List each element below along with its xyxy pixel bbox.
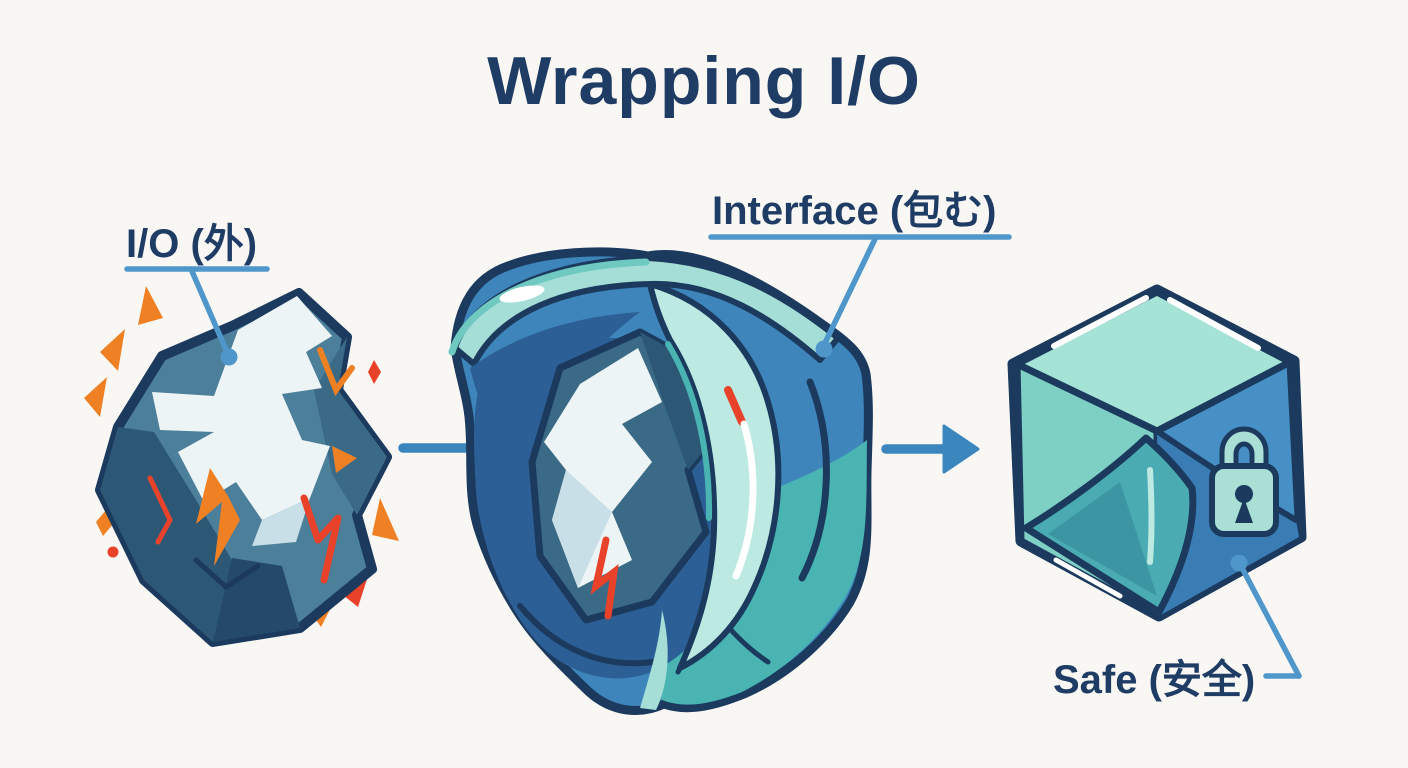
cloth-lining xyxy=(647,281,782,671)
spark-icon xyxy=(84,377,107,417)
callout-interface: Interface (包む) xyxy=(708,189,1012,358)
rock-ice-shade xyxy=(252,498,310,546)
stage-label-interface: Interface (包む) xyxy=(712,189,997,233)
package-top-glint xyxy=(1051,295,1261,351)
cloth-wrap-icon xyxy=(448,247,873,716)
cloth-fold-line xyxy=(798,378,830,582)
lock-keyhole xyxy=(1235,498,1253,523)
stage-label-safe: Safe (安全) xyxy=(1053,657,1255,702)
spark-icon xyxy=(368,360,381,384)
callout-io: I/O (外) xyxy=(124,222,270,366)
lava-crack xyxy=(590,536,619,620)
rock-crack-line xyxy=(193,557,261,591)
lining-teal-edge xyxy=(665,341,713,521)
wrapped-rock-ice-shade xyxy=(552,470,612,588)
lava-crack xyxy=(147,475,173,545)
lava-crack xyxy=(332,446,357,473)
padlock-icon xyxy=(1209,426,1279,537)
rock-ice-face xyxy=(152,296,332,520)
leader-line-interface xyxy=(821,234,879,348)
spark-icon xyxy=(107,546,119,558)
rock-bottom-left-face xyxy=(100,427,232,642)
cloth-fold-line xyxy=(517,603,655,667)
lava-crack xyxy=(300,494,342,584)
spark-icon xyxy=(372,498,399,541)
cloth-glint xyxy=(499,285,545,303)
leader-line-io xyxy=(188,266,230,355)
flap-mint-streak xyxy=(1147,467,1155,565)
callout-safe: Safe (安全) xyxy=(1053,554,1302,702)
leader-line-safe xyxy=(1238,563,1302,679)
package-edge-glint xyxy=(1053,557,1123,599)
page-title: Wrapping I/O xyxy=(487,43,921,119)
spark-icon xyxy=(138,286,163,325)
stage-label-io: I/O (外) xyxy=(126,222,257,266)
cloth-tail-sliver xyxy=(640,610,668,710)
package-flap-shadow xyxy=(1048,482,1157,596)
spark-icon xyxy=(100,329,125,371)
lava-crack xyxy=(196,468,240,566)
leader-dot-io xyxy=(220,348,238,366)
leader-dot-interface xyxy=(815,340,833,358)
wrapped-package-lock-icon xyxy=(1007,284,1307,622)
connector-arrow xyxy=(881,424,980,474)
lava-crack xyxy=(724,386,746,426)
lava-crack xyxy=(317,347,355,397)
arrow-head-icon xyxy=(942,424,980,474)
lining-highlight xyxy=(732,420,757,580)
jagged-rock-lava-icon xyxy=(84,286,399,647)
leader-dot-safe xyxy=(1230,554,1248,572)
lock-keyhole xyxy=(1235,485,1253,503)
